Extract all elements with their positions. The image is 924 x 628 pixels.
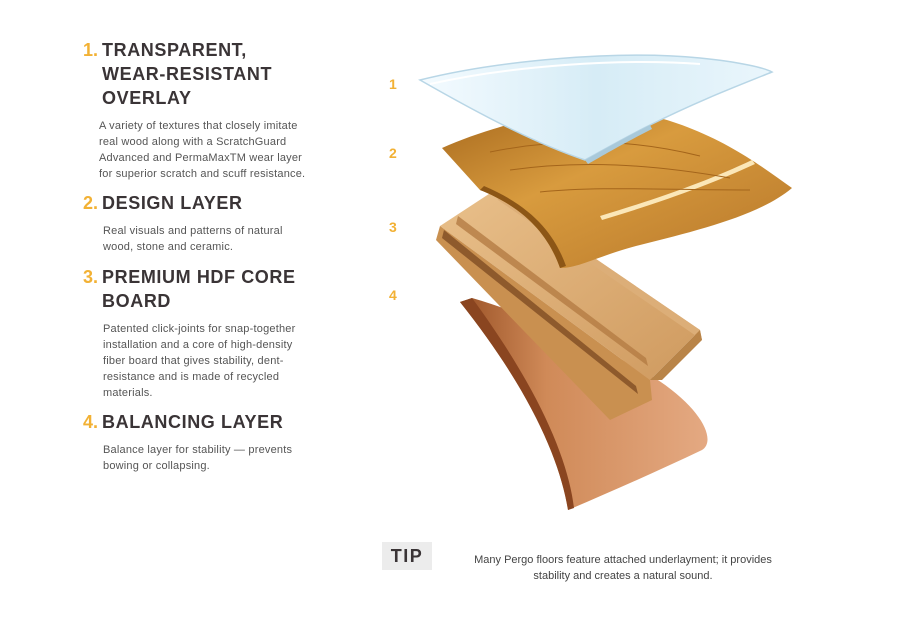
tip-text-line: Many Pergo floors feature attached under… — [474, 554, 772, 566]
layer-4-desc-line: Balance layer for stability — prevents — [103, 444, 293, 456]
layer-1-desc-line: A variety of textures that closely imita… — [99, 120, 298, 132]
tip-badge: TIP — [382, 542, 432, 570]
layer-4-block: 4. BALANCING LAYER Balance layer for sta… — [83, 410, 343, 474]
overlay-layer-shape — [418, 54, 774, 164]
layer-3-desc-line: resistance and is made of recycled — [103, 371, 280, 383]
layer-2-desc-line: Real visuals and patterns of natural — [103, 225, 283, 237]
layer-4-description: Balance layer for stability — prevents b… — [103, 442, 343, 474]
balancing-layer-shape — [460, 298, 708, 510]
layer-3-title: PREMIUM HDF CORE BOARD — [102, 265, 296, 313]
layer-1-title-line: WEAR-RESISTANT — [102, 64, 273, 84]
layer-3-number: 3. — [83, 267, 99, 287]
layer-4-desc-line: bowing or collapsing. — [103, 460, 210, 472]
layer-4-title: BALANCING LAYER — [102, 410, 283, 434]
layer-4-title-line: BALANCING LAYER — [102, 412, 284, 432]
layer-2-heading: 2. DESIGN LAYER — [83, 191, 343, 215]
layer-1-block: 1. TRANSPARENT, WEAR-RESISTANT OVERLAY A… — [83, 38, 343, 182]
tip-text: Many Pergo floors feature attached under… — [448, 552, 798, 584]
layer-1-number: 1. — [83, 40, 99, 60]
layer-2-title-line: DESIGN LAYER — [102, 193, 243, 213]
layer-1-desc-line: for superior scratch and scuff resistanc… — [99, 168, 306, 180]
layer-3-desc-line: fiber board that gives stability, dent- — [103, 355, 284, 367]
flooring-layers-illustration — [418, 54, 792, 510]
layer-3-description: Patented click-joints for snap-together … — [103, 321, 343, 401]
layer-3-block: 3. PREMIUM HDF CORE BOARD Patented click… — [83, 265, 343, 401]
layer-4-heading: 4. BALANCING LAYER — [83, 410, 343, 434]
layer-2-title: DESIGN LAYER — [102, 191, 243, 215]
layer-1-description: A variety of textures that closely imita… — [99, 118, 343, 182]
design-layer-shape — [442, 110, 792, 268]
callout-4: 4 — [389, 287, 397, 303]
layer-3-heading: 3. PREMIUM HDF CORE BOARD — [83, 265, 343, 313]
tip-text-line: stability and creates a natural sound. — [533, 570, 713, 582]
layer-1-heading: 1. TRANSPARENT, WEAR-RESISTANT OVERLAY — [83, 38, 343, 110]
layer-3-title-line: PREMIUM HDF CORE — [102, 267, 296, 287]
layer-2-desc-line: wood, stone and ceramic. — [103, 241, 234, 253]
layer-1-desc-line: real wood along with a ScratchGuard — [99, 136, 287, 148]
callout-1: 1 — [389, 76, 397, 92]
layer-1-desc-line: Advanced and PermaMaxTM wear layer — [99, 152, 303, 164]
callout-2: 2 — [389, 145, 397, 161]
layer-3-desc-line: installation and a core of high-density — [103, 339, 293, 351]
layer-2-block: 2. DESIGN LAYER Real visuals and pattern… — [83, 191, 343, 255]
layer-3-desc-line: materials. — [103, 387, 153, 399]
layer-2-description: Real visuals and patterns of natural woo… — [103, 223, 343, 255]
callout-3: 3 — [389, 219, 397, 235]
layer-1-title: TRANSPARENT, WEAR-RESISTANT OVERLAY — [102, 38, 272, 110]
layer-2-number: 2. — [83, 193, 99, 213]
layer-1-title-line: TRANSPARENT, — [102, 40, 247, 60]
layer-4-number: 4. — [83, 412, 99, 432]
layer-3-title-line: BOARD — [102, 291, 172, 311]
layer-1-title-line: OVERLAY — [102, 88, 192, 108]
layer-3-desc-line: Patented click-joints for snap-together — [103, 323, 296, 335]
